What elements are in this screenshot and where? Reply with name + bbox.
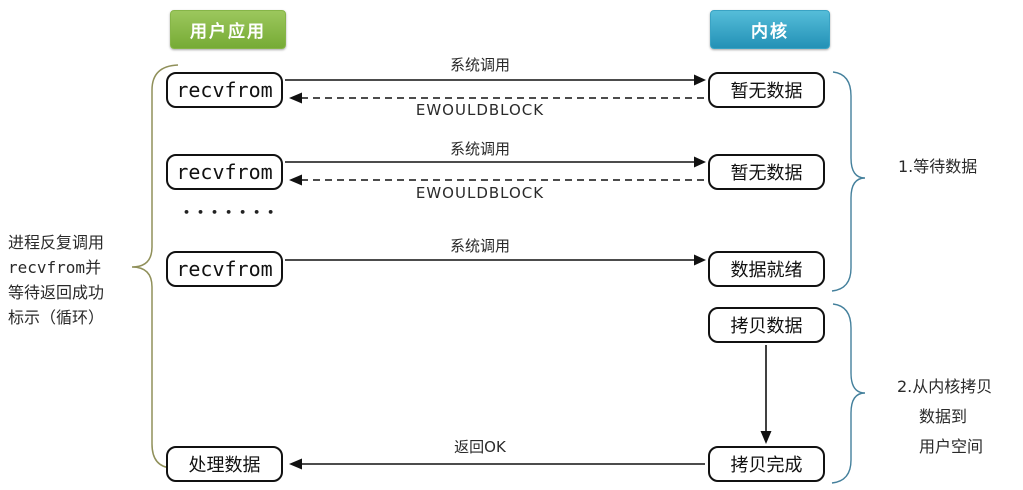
return-ok-label: 返回OK: [454, 438, 506, 456]
syscall1-arrowhead-icon: [694, 74, 706, 86]
repeat-ellipsis: •••••••: [183, 206, 282, 219]
phase2-label: 2.从内核拷贝 数据到 用户空间: [897, 372, 992, 462]
ewouldblock2-arrowhead-icon: [289, 174, 302, 186]
user-app-header: 用户应用: [170, 10, 286, 49]
no-data-box-1: 暂无数据: [708, 72, 825, 108]
syscall3-arrowhead-icon: [694, 254, 706, 266]
data-ready-box: 数据就绪: [708, 251, 825, 287]
phase1-label: 1.等待数据: [898, 157, 978, 176]
ewouldblock1-arrowhead-icon: [289, 92, 302, 104]
syscall1-label: 系统调用: [449, 56, 510, 74]
right-brace-phase2: [831, 303, 866, 484]
loop-note-line: 等待返回成功: [8, 283, 105, 302]
no-data-box-2: 暂无数据: [708, 154, 825, 190]
syscall3-label: 系统调用: [449, 237, 510, 255]
syscall2-label: 系统调用: [449, 140, 510, 158]
syscall2-arrowhead-icon: [694, 156, 706, 168]
loop-note: 进程反复调用 recvfrom并 等待返回成功 标示（循环）: [8, 230, 154, 330]
recvfrom-box-2: recvfrom: [166, 154, 283, 190]
copy-done-box: 拷贝完成: [708, 446, 825, 482]
loop-note-line: 标示（循环）: [8, 308, 105, 327]
recvfrom-box-3: recvfrom: [166, 251, 283, 287]
recvfrom-box-1: recvfrom: [166, 72, 283, 108]
kernel-header: 内核: [710, 10, 830, 49]
ewouldblock1-label: EWOULDBLOCK: [415, 101, 545, 119]
process-data-box: 处理数据: [166, 446, 283, 482]
phase2-line: 用户空间: [919, 437, 984, 456]
loop-note-line: 进程反复调用: [8, 233, 105, 252]
copy-arrowhead-icon: [760, 431, 772, 444]
phase2-line: 2.从内核拷贝: [897, 377, 993, 396]
left-brace: [131, 64, 179, 469]
phase2-line: 数据到: [919, 407, 968, 426]
return-ok-arrowhead-icon: [289, 458, 302, 470]
ewouldblock2-label: EWOULDBLOCK: [415, 184, 545, 202]
copy-data-box: 拷贝数据: [708, 307, 825, 343]
right-brace-phase1: [831, 71, 866, 292]
loop-note-line: recvfrom并: [8, 258, 102, 277]
